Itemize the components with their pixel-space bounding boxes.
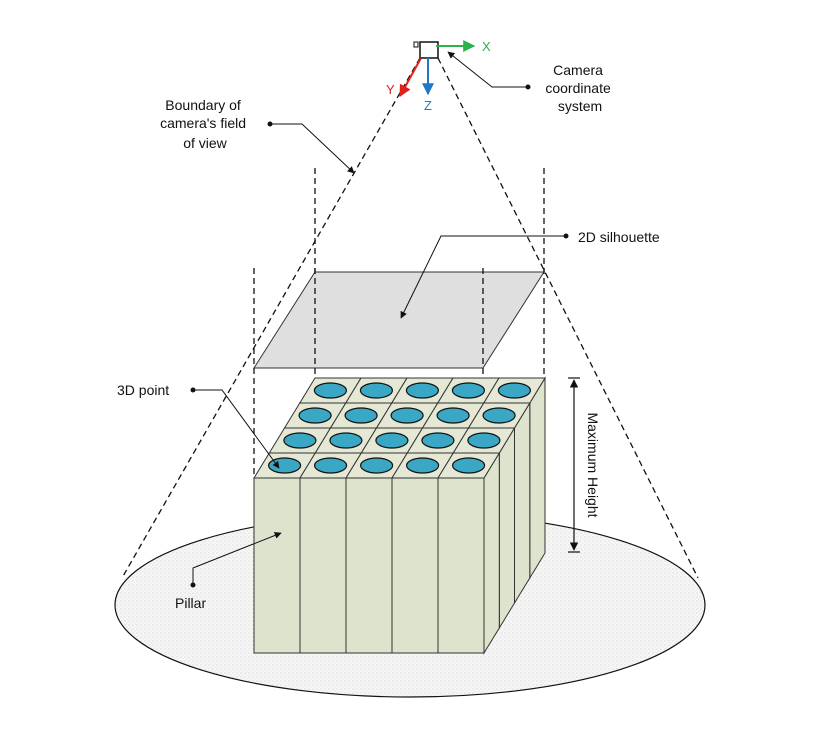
point-3d-label: 3D point [117,382,169,398]
z-axis-label: Z [424,98,432,113]
maximum-height-dimension: Maximum Height [568,377,601,553]
camera-icon [413,41,439,59]
point-3d [406,457,440,474]
camera-coordinate-label: Camera coordinate system [545,62,614,114]
y-axis-arrow [399,57,422,98]
point-3d-label-leader [193,389,280,469]
point-3d [313,382,347,399]
point-3d [390,407,424,424]
point-3d [452,457,486,474]
point-3d [375,432,409,449]
point-3d [421,432,455,449]
pillar-front-face [437,477,485,654]
x-axis-label: X [482,39,491,54]
point-3d [344,407,378,424]
point-3d [298,407,332,424]
silhouette-plane [253,271,545,369]
point-3d [467,432,501,449]
pillar-front-face [391,477,439,654]
camera-label-leader [447,51,528,88]
point-3d [329,432,363,449]
pillar-side-face [514,401,531,605]
point-3d [283,432,317,449]
pillar-side-face [483,451,500,655]
pillar-block [253,376,546,655]
pillar-label: Pillar [175,595,206,611]
pillar-front-face [299,477,347,654]
camera-axes: X Y Z [386,39,491,113]
point-3d [360,457,394,474]
point-3d [451,382,485,399]
fov-label-leader [270,123,355,174]
silhouette-label: 2D silhouette [578,229,660,245]
pillar-side-face [529,376,546,580]
maximum-height-label: Maximum Height [585,412,601,517]
point-3d [314,457,348,474]
fov-boundary-right [437,57,699,579]
point-3d [405,382,439,399]
y-axis-label: Y [386,82,395,97]
point-3d [482,407,516,424]
pillar-front-face [345,477,393,654]
pillar-side-face [498,426,515,630]
point-3d [436,407,470,424]
silhouette-label-leader [400,235,566,319]
pillar-front-face [253,477,301,654]
point-3d [359,382,393,399]
point-3d [497,382,532,399]
fov-boundary-label: Boundary of camera's field of view [160,97,250,151]
pillar-label-leader [192,532,282,585]
